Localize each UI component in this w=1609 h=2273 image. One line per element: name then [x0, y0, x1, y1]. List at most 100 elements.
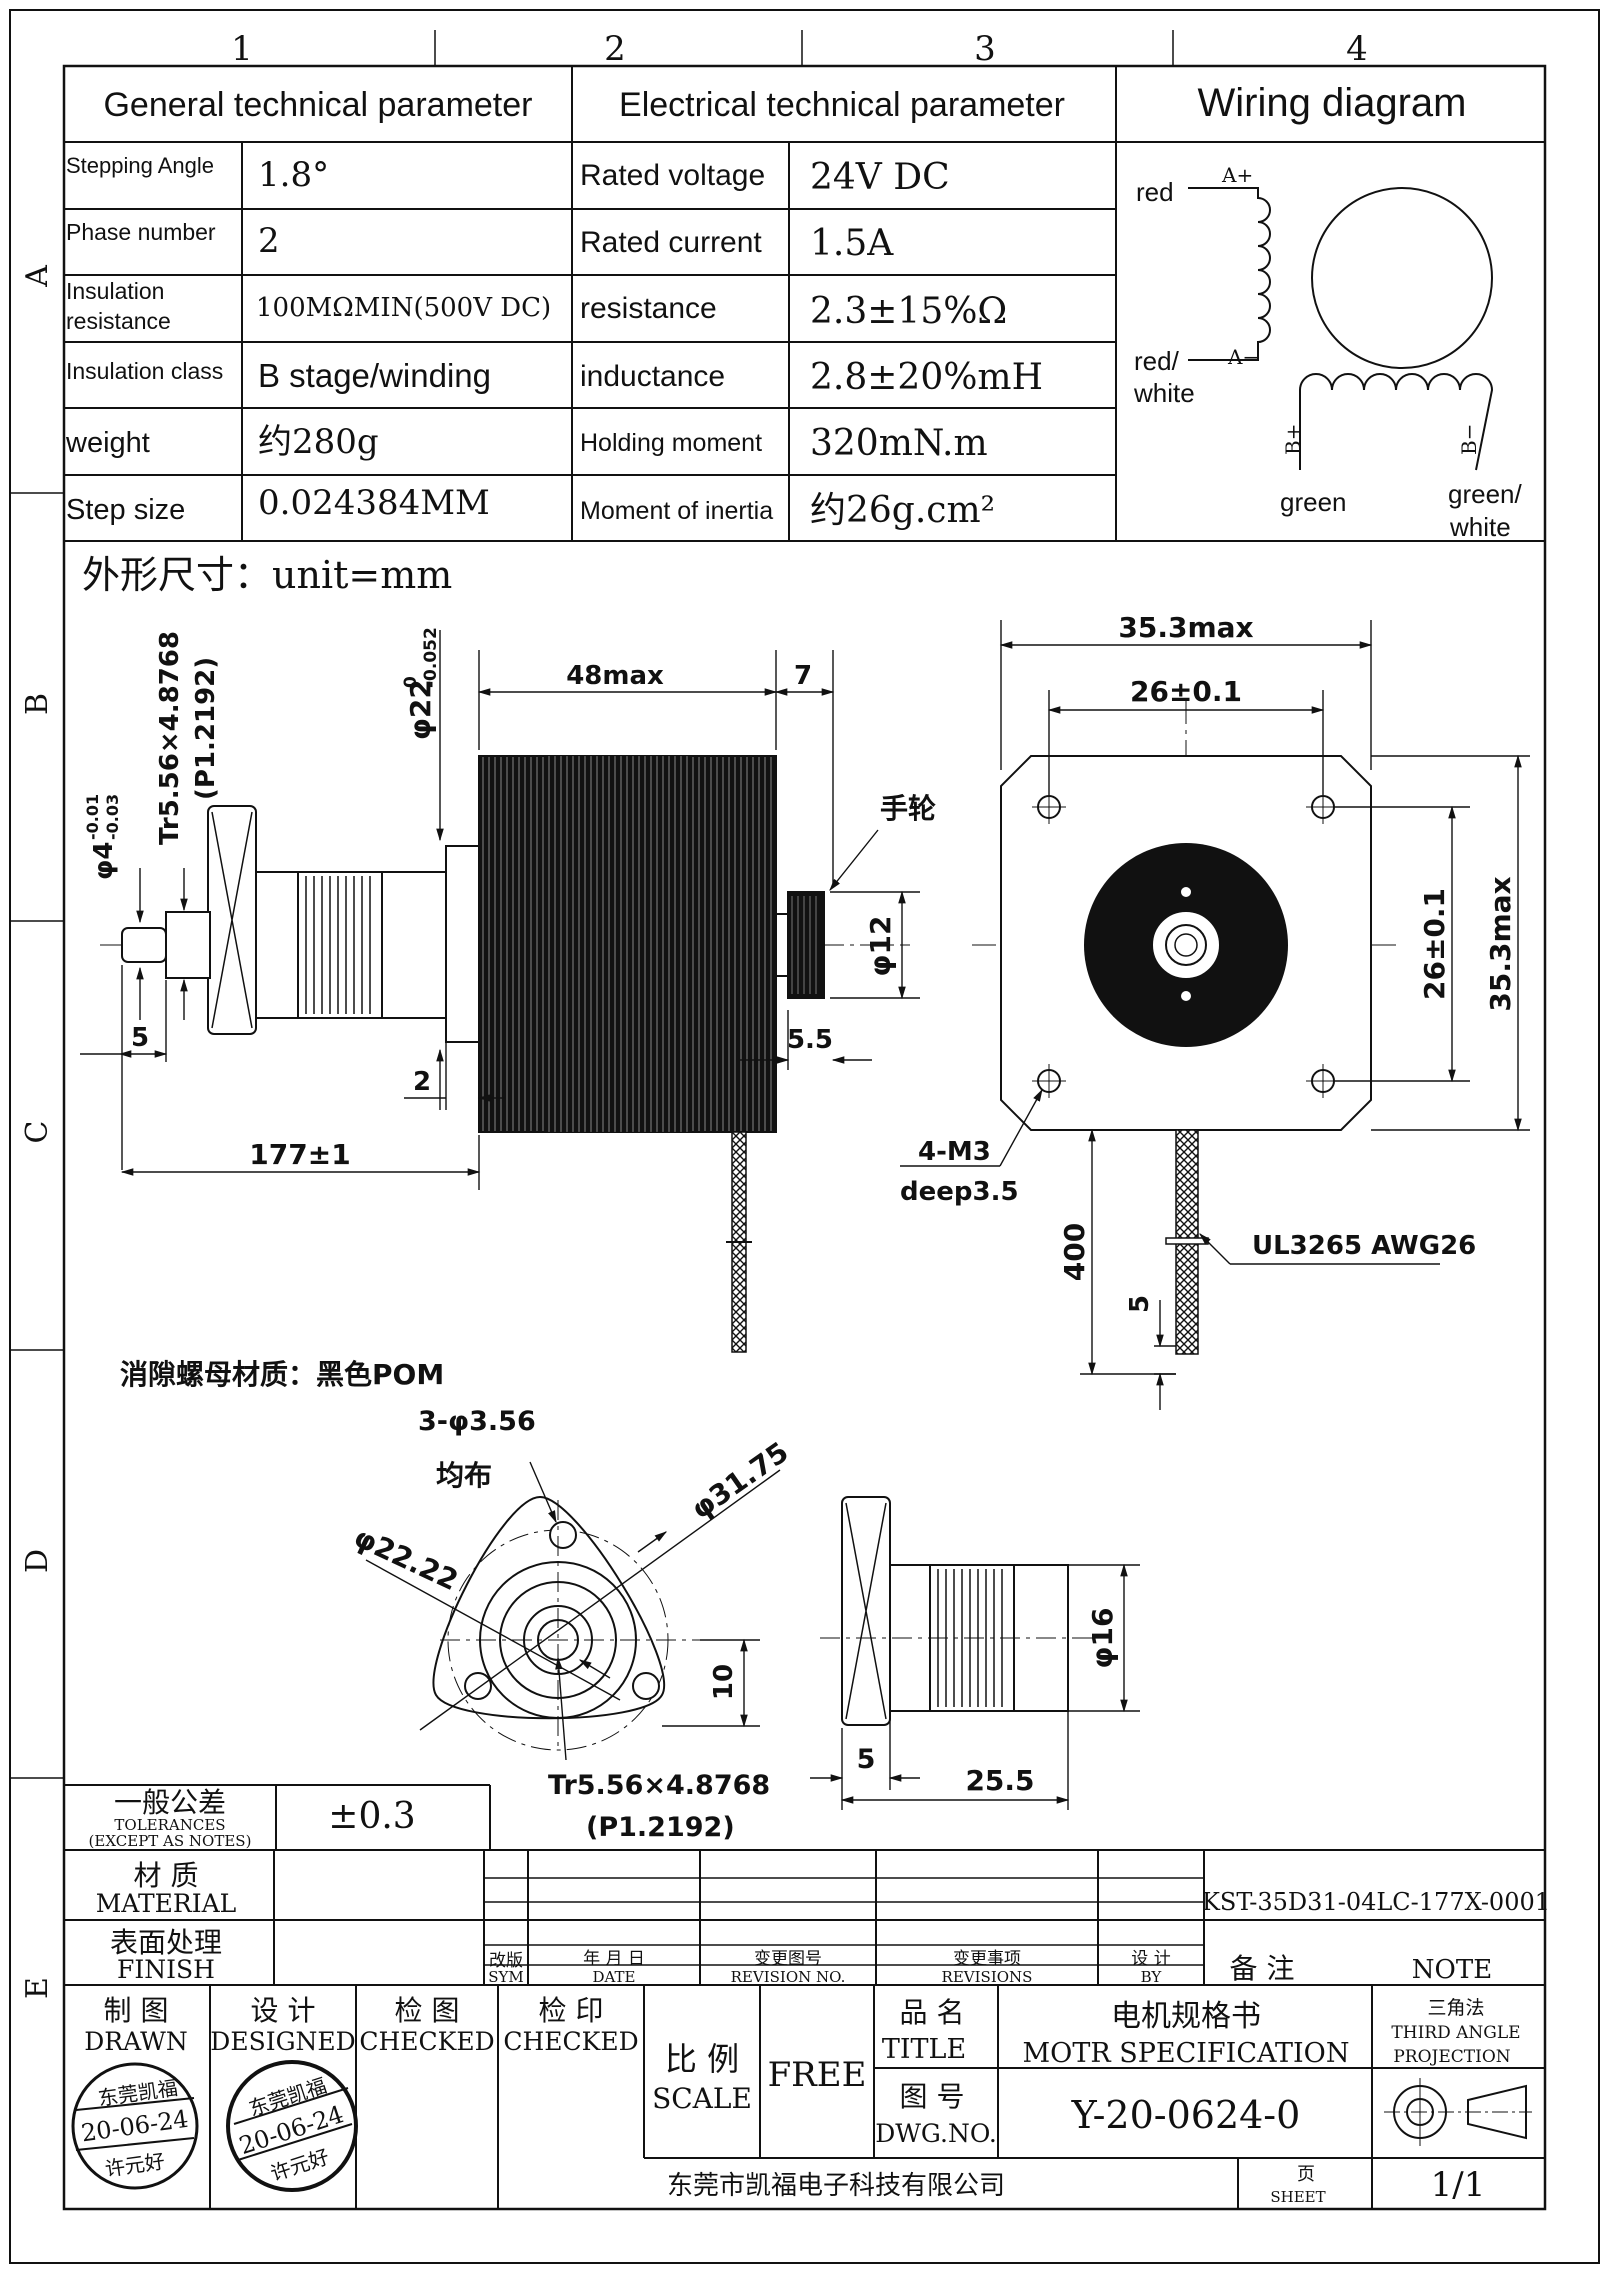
designed-cn: 设 计: [251, 1994, 316, 2027]
value-rated-current: 1.5A: [810, 223, 894, 264]
grid-row-c: C: [20, 1121, 55, 1144]
label-stepping-angle: Stepping Angle: [66, 153, 214, 178]
by-en: BY: [1141, 1968, 1163, 1986]
dim-handwheel-dia: φ12: [864, 916, 897, 977]
dim-flange-thickness: 2: [413, 1067, 431, 1097]
title-cn: 电机规格书: [1111, 1999, 1261, 2034]
rev-sym-en: SYM: [488, 1968, 524, 1986]
dim-nut-holes-even: 均布: [436, 1459, 492, 1492]
value-phase-number: 2: [258, 221, 280, 261]
motor-front-view: [972, 700, 1400, 1355]
dim-frame-height: 35.3max: [1484, 876, 1517, 1011]
value-insulation-resistance: 100MΩMIN(500V DC): [256, 293, 551, 323]
rev-no-en: REVISION NO.: [731, 1968, 846, 1986]
label-rated-voltage: Rated voltage: [580, 159, 765, 192]
label-insulation-resistance-2: resistance: [66, 308, 171, 334]
company-name: 东莞市凯福电子科技有限公司: [667, 2171, 1005, 2201]
handwheel-hub: [775, 913, 789, 977]
grid-col-3: 3: [974, 29, 996, 69]
grid-row-d: D: [20, 1549, 55, 1573]
stamp-designed: 东莞凯福 20-06-24 许元好: [226, 2060, 358, 2192]
dim-rear-length: 7: [794, 661, 812, 691]
drawing-number: Y-20-0624-0: [1071, 2093, 1301, 2137]
approved-en: CHECKED: [503, 2027, 638, 2056]
revisions-en: REVISIONS: [942, 1968, 1033, 1986]
dim-rear-short: 5.5: [787, 1025, 833, 1055]
approved-cn: 检 印: [539, 1994, 604, 2027]
dim-hole-pitch-h: 26±0.1: [1130, 675, 1242, 708]
material-en: MATERIAL: [96, 1889, 237, 1918]
value-inductance: 2.8±20%mH: [810, 357, 1043, 398]
projection-cn: 三角法: [1427, 1997, 1484, 2019]
spec-table: [64, 66, 1545, 542]
tolerance-en1: TOLERANCES: [114, 1816, 225, 1834]
rev-date-en: DATE: [593, 1968, 636, 1986]
rev-no-cn: 变更图号: [754, 1949, 822, 1969]
mounting-hole-centres: [1032, 790, 1340, 1098]
wire-a-plus: A+: [1221, 163, 1253, 187]
coupler: [379, 871, 447, 1019]
dim-pilot-dia: φ22 0 -0.052: [401, 627, 441, 740]
dim-nut-thread: Tr5.56×4.8768: [548, 1770, 770, 1801]
value-rated-voltage: 24V DC: [810, 157, 950, 198]
dim-nut-holes: 3-φ3.56: [418, 1406, 536, 1437]
note-en: NOTE: [1412, 1955, 1492, 1985]
grid-column-labels: 1 2 3 4: [231, 29, 1368, 69]
note-cn: 备 注: [1230, 1952, 1295, 1985]
label-weight: weight: [65, 427, 150, 459]
wire-red: red: [1136, 177, 1174, 207]
label-insulation-class: Insulation class: [66, 358, 223, 384]
third-angle-projection-symbol: [1384, 2078, 1532, 2146]
lead-nut-flange: [255, 871, 299, 1019]
dim-nut-pcd: φ31.75: [685, 1435, 794, 1525]
lead-screw: [165, 911, 211, 979]
grid-col-1: 1: [231, 29, 253, 69]
general-labels: Stepping Angle Phase number Insulation r…: [65, 153, 223, 526]
wire-red-white-1: red/: [1134, 346, 1180, 376]
wire-green: green: [1280, 487, 1347, 517]
value-stepping-angle: 1.8°: [258, 155, 329, 195]
outer-border: [9, 9, 1600, 2264]
side-view-dimension-text: 48max 7 手轮 φ12 5.5 φ22 0 -0.052 2 177±1 …: [83, 627, 936, 1171]
wiring-diagram: red A+ red/ white A− B+ B− green green/ …: [1133, 163, 1522, 542]
nut-side-view: φ16 5 25.5: [810, 1496, 1140, 1810]
front-shaft-bore: [1174, 933, 1198, 957]
general-header: General technical parameter: [103, 86, 532, 124]
nut-side-dims: [810, 1563, 1140, 1810]
boss-pin-bottom: [1181, 991, 1191, 1001]
name-en: TITLE: [882, 2034, 966, 2065]
scale-value: FREE: [768, 2055, 867, 2095]
dim-total-length: 177±1: [249, 1138, 350, 1171]
motor-rotor-symbol: [1311, 187, 1493, 369]
dim-shaft-dia: φ4 -0.01 -0.03: [83, 794, 122, 880]
dim-nut-flat: 10: [709, 1664, 739, 1700]
label-phase-number: Phase number: [66, 219, 216, 245]
value-resistance: 2.3±15%Ω: [810, 291, 1007, 332]
grid-col-2: 2: [604, 29, 626, 69]
wire-a-minus: A−: [1227, 345, 1259, 369]
dim-pilot-dia-main: φ22: [404, 679, 437, 740]
sheet-cn: 页: [1297, 2164, 1315, 2185]
dim-nut-pitch: (P1.2192): [586, 1812, 735, 1843]
grid-row-e: E: [20, 1977, 55, 1999]
dim-shaft-dia-main: φ4: [89, 842, 119, 880]
coil-b: [1299, 373, 1494, 471]
dim-nut-od: φ16: [1086, 1608, 1119, 1669]
dwg-en: DWG.NO.: [875, 2119, 997, 2148]
dim-screw-holes-2: deep3.5: [900, 1177, 1019, 1207]
by-cn: 设 计: [1131, 1949, 1170, 1969]
sheet-en: SHEET: [1270, 2188, 1325, 2206]
dwg-cn: 图 号: [900, 2080, 965, 2113]
dim-lead-strip: 5: [1125, 1295, 1155, 1313]
wire-green-white-1: green/: [1448, 479, 1522, 509]
nut-side-plate-cross: [845, 1502, 887, 1720]
dim-handwheel-label: 手轮: [880, 792, 936, 825]
label-rated-current: Rated current: [580, 226, 762, 259]
dim-pilot-tol-dn: -0.052: [421, 627, 441, 688]
dim-leadscrew-pitch: (P1.2192): [191, 657, 221, 800]
drawn-cn: 制 图: [104, 1994, 169, 2027]
name-cn: 品 名: [900, 1996, 965, 2029]
designed-en: DESIGNED: [210, 2027, 355, 2056]
projection-en1: THIRD ANGLE: [1391, 2023, 1520, 2043]
value-moment-of-inertia: 约26g.cm²: [810, 490, 995, 531]
